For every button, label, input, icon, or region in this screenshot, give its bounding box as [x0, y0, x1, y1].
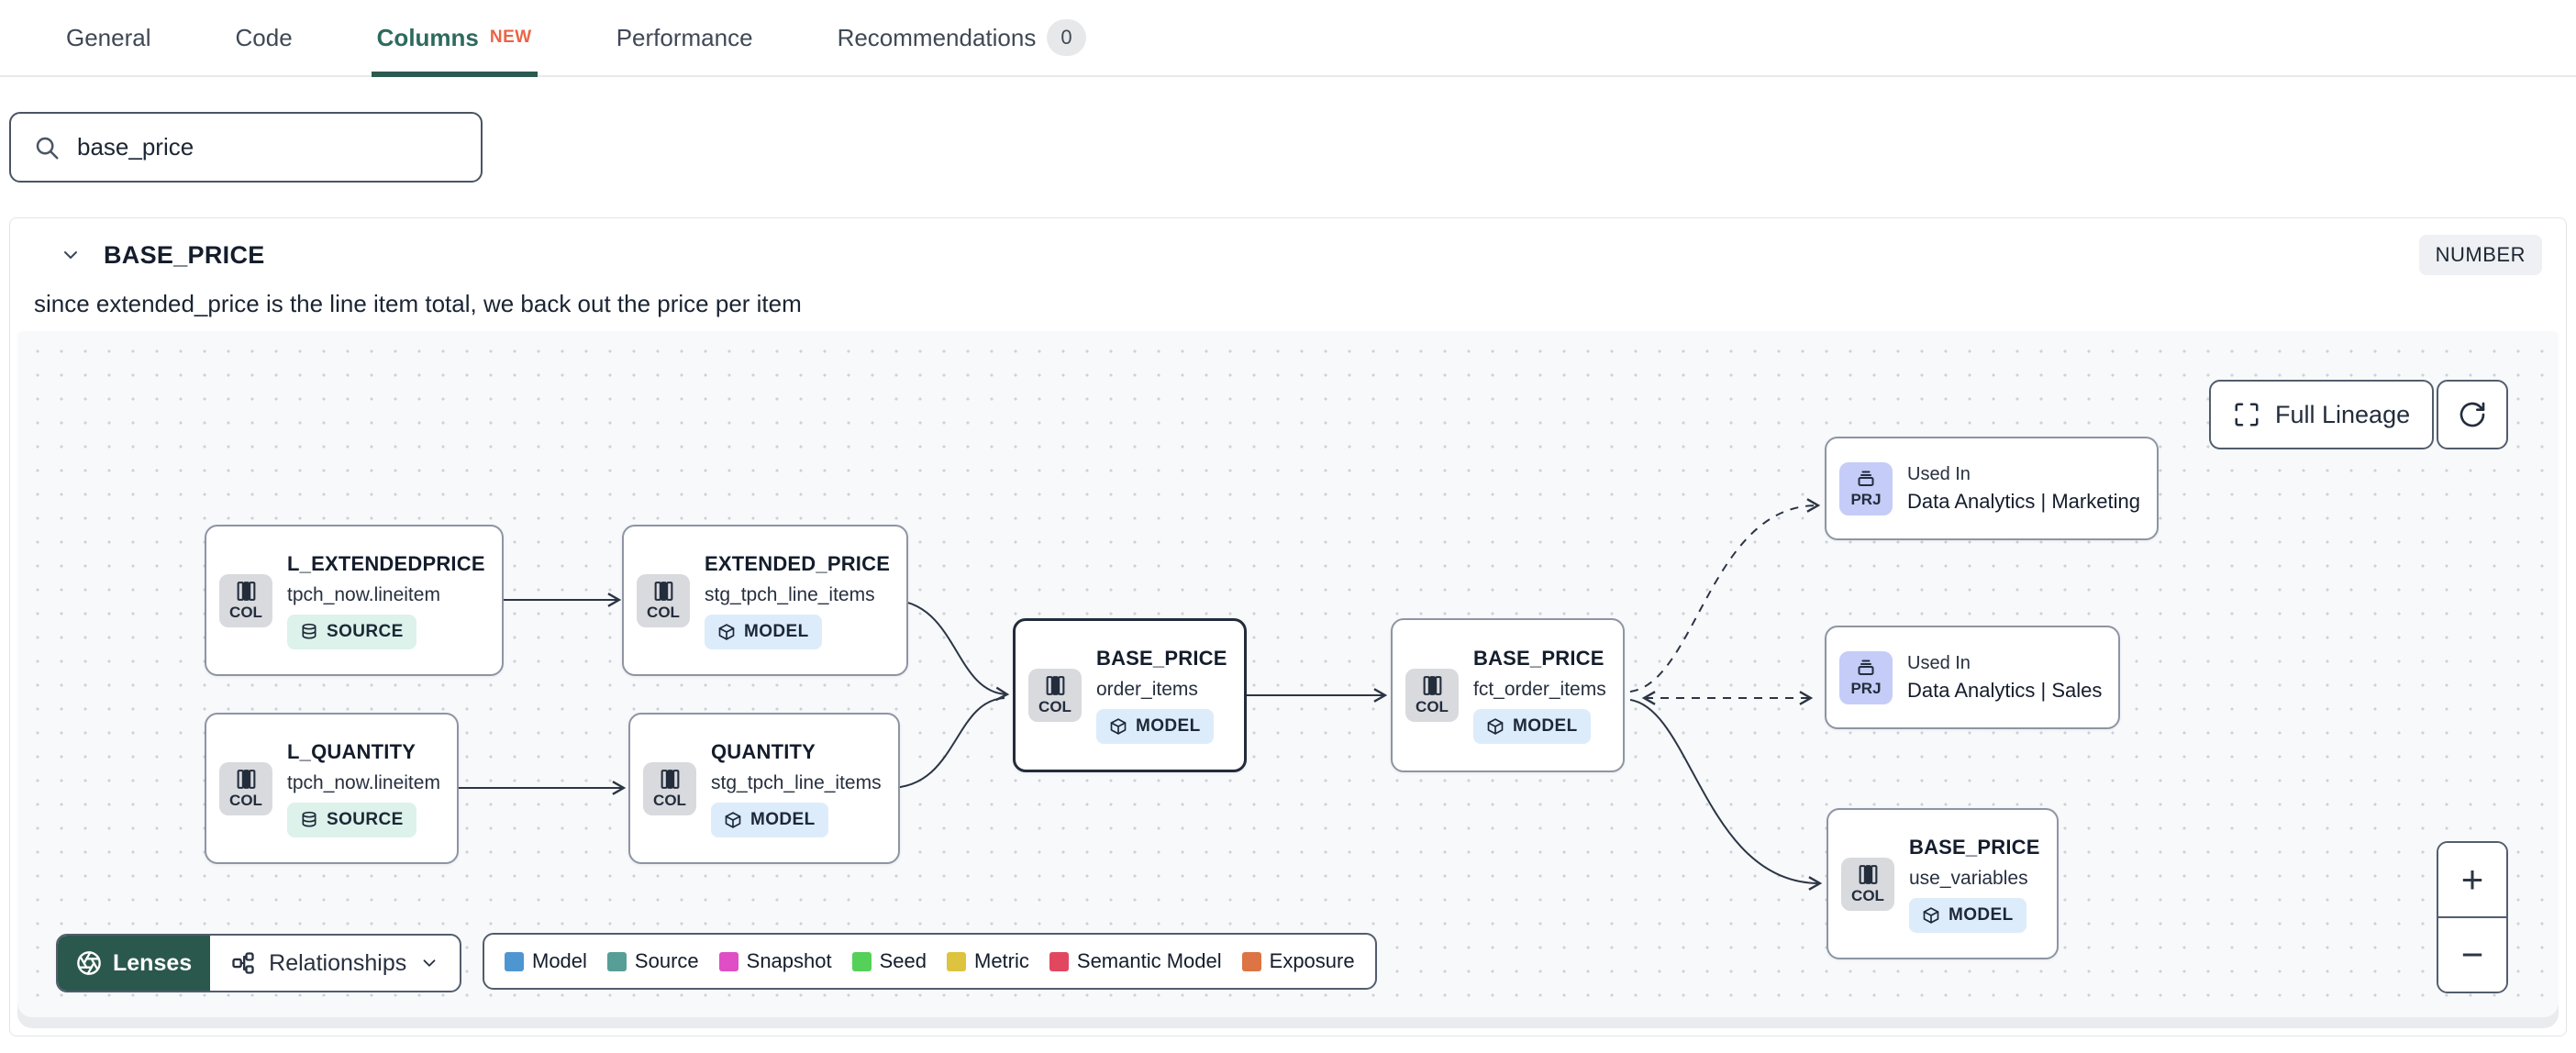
cube-icon [718, 623, 735, 640]
cube-icon [725, 811, 741, 828]
col-badge: COL [1841, 857, 1894, 911]
legend-swatch [851, 951, 872, 971]
tab-columns[interactable]: Columns NEW [371, 0, 538, 77]
lineage-canvas[interactable]: COL L_EXTENDEDPRICE tpch_now.lineitem SO… [17, 331, 2559, 1028]
column-name: BASE_PRICE [104, 240, 265, 269]
cube-icon [1110, 718, 1127, 735]
legend-item-source: Source [606, 949, 699, 973]
column-panel: BASE_PRICE NUMBER since extended_price i… [9, 217, 2567, 1036]
recommendations-count-badge: 0 [1047, 19, 1086, 56]
legend-item-model: Model [505, 949, 587, 973]
zoom-out-button[interactable]: − [2438, 916, 2506, 992]
prj-badge: PRJ [1839, 650, 1893, 704]
expand-icon [2235, 403, 2259, 427]
column-type-badge: NUMBER [2418, 235, 2542, 275]
resource-pill-model: MODEL [1909, 897, 2026, 933]
lineage-node-l-quantity[interactable]: COL L_QUANTITY tpch_now.lineitem SOURCE [205, 713, 459, 864]
legend-swatch [1049, 951, 1069, 971]
resource-pill-model: MODEL [1096, 709, 1214, 744]
lenses-button[interactable]: Lenses [58, 936, 211, 991]
database-icon [302, 811, 316, 826]
legend-swatch [505, 951, 524, 971]
zoom-control: + − [2437, 841, 2508, 993]
columns-icon [661, 769, 679, 789]
project-icon [1858, 471, 1874, 486]
search-input[interactable] [77, 133, 444, 161]
legend-item-semantic-model: Semantic Model [1049, 949, 1222, 973]
relationships-dropdown[interactable]: Relationships [210, 936, 460, 991]
legend-swatch [606, 951, 627, 971]
prj-badge: PRJ [1839, 461, 1893, 515]
columns-icon [1046, 676, 1064, 695]
col-badge: COL [219, 761, 272, 815]
collapse-chevron-icon[interactable] [60, 244, 82, 266]
lineage-legend: Model Source Snapshot Seed Metric Semant… [483, 933, 1377, 990]
aperture-icon [77, 951, 101, 975]
lineage-edges [458, 498, 1823, 891]
new-badge: NEW [489, 28, 532, 47]
search-icon [36, 137, 59, 159]
col-badge: COL [1405, 669, 1459, 722]
lineage-node-used-in-sales[interactable]: PRJ Used In Data Analytics | Sales [1825, 626, 2121, 729]
lineage-node-base-price-order-items[interactable]: COL BASE_PRICE order_items MODEL [1013, 618, 1247, 772]
col-badge: COL [219, 573, 272, 627]
tab-code[interactable]: Code [235, 23, 293, 51]
lineage-node-quantity[interactable]: COL QUANTITY stg_tpch_line_items MODEL [628, 713, 900, 864]
legend-item-snapshot: Snapshot [718, 949, 832, 973]
cube-icon [1487, 718, 1504, 735]
col-badge: COL [643, 761, 696, 815]
zoom-in-button[interactable]: + [2438, 843, 2506, 916]
lineage-node-base-price-fct-order-items[interactable]: COL BASE_PRICE fct_order_items MODEL [1391, 618, 1625, 772]
legend-item-exposure: Exposure [1241, 949, 1355, 973]
column-search[interactable] [9, 112, 483, 183]
col-badge: COL [1028, 669, 1082, 722]
chevron-down-icon [423, 959, 436, 967]
legend-swatch [1241, 951, 1261, 971]
lineage-node-extended-price[interactable]: COL EXTENDED_PRICE stg_tpch_line_items M… [622, 525, 909, 676]
cube-icon [1923, 906, 1939, 924]
tab-general[interactable]: General [66, 23, 151, 51]
columns-icon [237, 769, 255, 789]
tab-bar: General Code Columns NEW Performance Rec… [0, 0, 2576, 77]
columns-icon [1423, 676, 1441, 695]
database-icon [302, 623, 316, 638]
full-lineage-button[interactable]: Full Lineage [2209, 380, 2435, 449]
resource-pill-source: SOURCE [287, 802, 416, 837]
resource-pill-model: MODEL [1473, 709, 1591, 744]
lineage-node-l-extendedprice[interactable]: COL L_EXTENDEDPRICE tpch_now.lineitem SO… [205, 525, 504, 676]
legend-swatch [718, 951, 738, 971]
tab-recommendations[interactable]: Recommendations 0 [838, 0, 1086, 75]
relationships-icon [232, 952, 254, 974]
columns-icon [654, 581, 672, 601]
search-bar [9, 112, 2576, 183]
lineage-node-base-price-use-variables[interactable]: COL BASE_PRICE use_variables MODEL [1827, 808, 2059, 959]
legend-swatch [947, 951, 966, 971]
resource-pill-model: MODEL [705, 614, 822, 649]
column-description: since extended_price is the line item to… [34, 290, 802, 317]
tab-performance[interactable]: Performance [616, 23, 753, 51]
columns-icon [1859, 864, 1877, 884]
refresh-button[interactable] [2437, 380, 2508, 449]
col-badge: COL [637, 573, 690, 627]
resource-pill-model: MODEL [711, 802, 828, 837]
column-panel-header: BASE_PRICE NUMBER since extended_price i… [10, 218, 2566, 318]
refresh-icon [2459, 402, 2485, 427]
legend-item-seed: Seed [851, 949, 927, 973]
lineage-node-used-in-marketing[interactable]: PRJ Used In Data Analytics | Marketing [1825, 437, 2159, 540]
columns-icon [237, 581, 255, 601]
lenses-group: Lenses Relationships [56, 934, 462, 992]
resource-pill-source: SOURCE [287, 614, 416, 649]
legend-item-metric: Metric [947, 949, 1029, 973]
project-icon [1858, 660, 1874, 675]
